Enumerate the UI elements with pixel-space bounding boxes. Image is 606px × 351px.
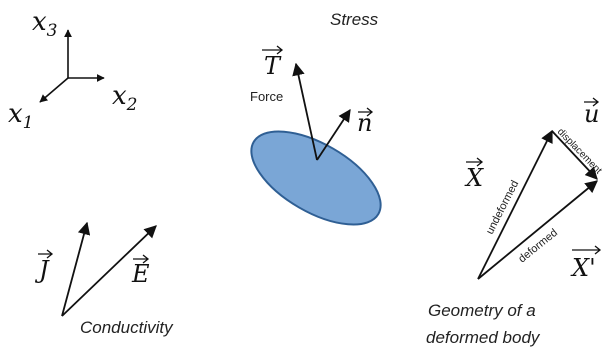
normal-label: n [357, 109, 372, 137]
traction-arrow-accent [262, 45, 284, 55]
axis-x1-label: x1 [8, 99, 34, 133]
displacement-u-label: u [584, 100, 599, 128]
stress-surface-ellipse [250, 130, 382, 226]
axis-x1-arrow [39, 77, 69, 103]
axis-x3-label: x3 [32, 7, 58, 41]
normal-vector-n [316, 108, 351, 161]
conductivity-diagram: J E Conductivity [34, 221, 174, 337]
position-Xprime-arrow-accent [572, 245, 602, 255]
deformed-label: deformed [516, 227, 560, 266]
axis-x2-label: x2 [112, 81, 138, 115]
position-X-arrow-accent [466, 157, 484, 167]
electric-field-vector-E [61, 225, 157, 317]
stress-caption: Stress [330, 10, 379, 29]
position-Xprime-label: X' [570, 254, 596, 282]
electric-field-arrow-accent [133, 254, 150, 264]
displacement-vector [551, 130, 598, 180]
deformed-vector [477, 180, 598, 280]
current-density-vector-J [61, 221, 91, 317]
displacement-u-arrow-accent [584, 97, 600, 107]
deformation-diagram: undeformed displacement deformed X u X' … [426, 97, 604, 347]
deformation-caption-line1: Geometry of a [428, 301, 536, 320]
normal-arrow-accent [358, 107, 374, 117]
current-density-label: J [34, 256, 50, 284]
conductivity-caption: Conductivity [80, 318, 174, 337]
traction-vector-T [292, 62, 318, 161]
position-X-label: X [464, 164, 484, 192]
coordinate-axes: x3 x2 x1 [8, 7, 138, 133]
displacement-label: displacement [555, 126, 604, 176]
stress-diagram: Stress T Force n [250, 10, 382, 226]
traction-label: T [264, 52, 282, 80]
force-label: Force [250, 89, 283, 104]
deformation-caption-line2: deformed body [426, 328, 541, 347]
undeformed-vector [477, 129, 553, 280]
electric-field-label: E [131, 260, 150, 288]
current-density-arrow-accent [38, 249, 54, 259]
